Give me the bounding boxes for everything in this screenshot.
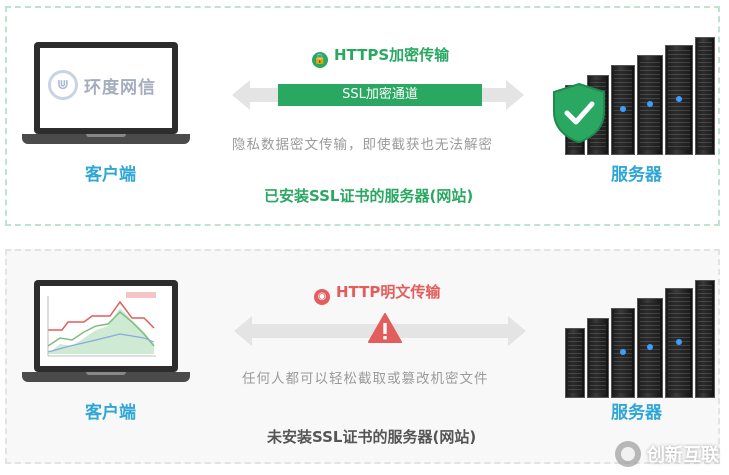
server-label-https: 服务器: [611, 165, 662, 185]
laptop-base: [22, 134, 190, 144]
laptop-display: ⋓ 环度网信: [40, 48, 172, 128]
thumbnail-red-line: [48, 300, 155, 331]
https-caption: 已安装SSL证书的服务器(网站): [264, 187, 474, 205]
watermark: 创新互联: [615, 441, 719, 467]
server-unit: [611, 65, 635, 155]
https-protocol-label: HTTPS加密传输: [334, 46, 450, 64]
thumbnail-area: [48, 308, 154, 354]
chart-thumbnail-icon: [47, 292, 156, 357]
http-caption: 未安装SSL证书的服务器(网站): [267, 428, 477, 446]
eye-icon: ◉: [314, 289, 330, 305]
thumbnail-blue-line: [47, 333, 155, 353]
http-protocol-title: ◉ HTTP明文传输: [314, 281, 440, 305]
https-description: 隐私数据密文传输，即使截获也无法解密: [232, 137, 493, 153]
brand-logo-text: 环度网信: [84, 77, 156, 98]
laptop-display: [40, 286, 172, 366]
http-description: 任何人都可以轻松截取或篡改机密文件: [242, 371, 489, 387]
shield-check-icon: [553, 82, 605, 144]
brand-logo: ⋓ 环度网信: [48, 70, 156, 100]
server-unit: [665, 288, 693, 398]
server-unit: [665, 45, 693, 155]
server-unit: [637, 298, 663, 398]
brand-logo-icon: ⋓: [48, 70, 78, 100]
server-unit: [587, 318, 609, 398]
thumbnail-legend: [126, 292, 156, 298]
laptop-screen: ⋓ 环度网信: [34, 42, 178, 134]
client-laptop-http: [22, 280, 190, 392]
server-unit: [611, 308, 635, 398]
thumbnail-green-line: [47, 310, 155, 347]
watermark-text: 创新互联: [647, 445, 719, 466]
warning-icon: [368, 313, 402, 343]
https-protocol-title: 🔒 HTTPS加密传输: [312, 44, 449, 68]
watermark-logo-icon: [615, 441, 641, 467]
laptop-screen: [34, 280, 178, 372]
client-label-http: 客户端: [85, 403, 136, 423]
lock-icon: 🔒: [312, 52, 328, 68]
server-unit: [695, 280, 715, 398]
ssl-tunnel-bar: SSL加密通道: [278, 84, 482, 106]
client-laptop-https: ⋓ 环度网信: [22, 42, 190, 154]
server-unit: [695, 37, 715, 155]
server-unit: [565, 328, 585, 398]
server-label-http: 服务器: [611, 403, 662, 423]
laptop-base: [22, 372, 190, 382]
server-unit: [637, 55, 663, 155]
server-rack-http: [565, 278, 715, 398]
client-label-https: 客户端: [85, 165, 136, 185]
http-protocol-label: HTTP明文传输: [336, 283, 441, 301]
